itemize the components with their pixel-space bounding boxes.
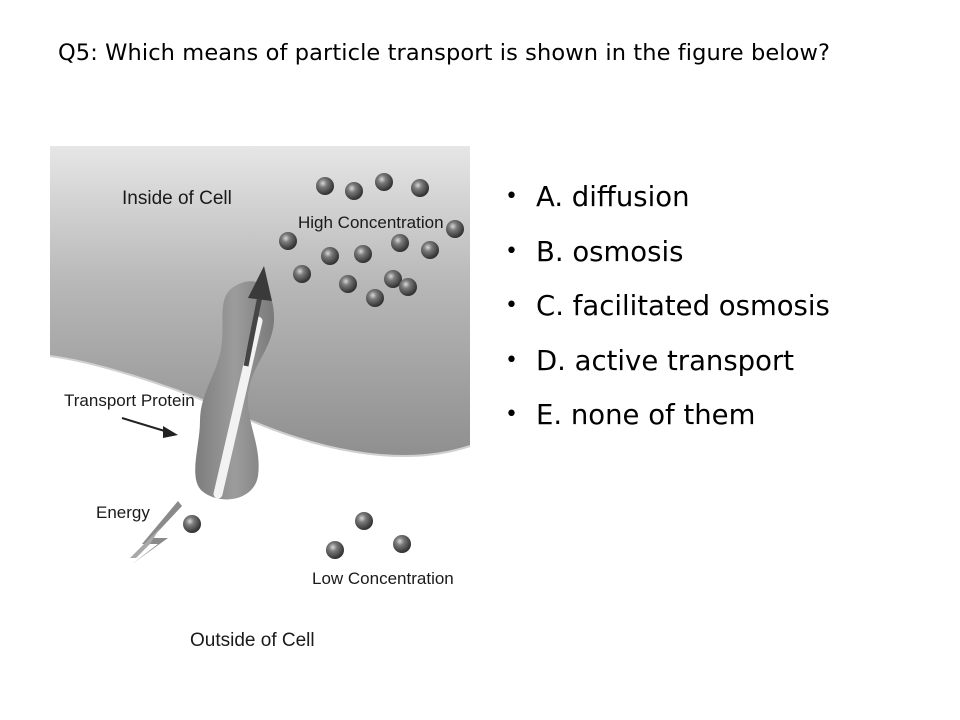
particle <box>345 182 363 200</box>
particle <box>321 247 339 265</box>
particle <box>316 177 334 195</box>
particle <box>391 234 409 252</box>
low-concentration-label: Low Concentration <box>312 569 454 588</box>
inside-label: Inside of Cell <box>122 188 232 209</box>
low-concentration-particles <box>183 512 411 559</box>
answer-options: • A. diffusion • B. osmosis • C. facilitate… <box>505 172 830 445</box>
option-label: E. none of them <box>536 399 756 431</box>
bullet-icon: • <box>505 238 518 264</box>
option-e[interactable]: • E. none of them <box>505 390 830 445</box>
bullet-icon: • <box>505 402 518 427</box>
bullet-icon: • <box>505 184 518 209</box>
particle <box>366 289 384 307</box>
option-b[interactable]: • B. osmosis <box>505 227 830 282</box>
particle <box>446 220 464 238</box>
particle <box>384 270 402 288</box>
transport-protein-label: Transport Protein <box>64 391 195 410</box>
transport-figure: Inside of Cell High Concentration Transp… <box>50 146 474 672</box>
particle <box>339 275 357 293</box>
option-label: D. active transport <box>536 344 795 377</box>
particle <box>393 535 411 553</box>
particle <box>421 241 439 259</box>
option-label: B. osmosis <box>536 235 684 268</box>
particle <box>375 173 393 191</box>
bullet-icon: • <box>505 347 518 373</box>
particle <box>293 265 311 283</box>
particle <box>183 515 201 533</box>
membrane-diagram: Inside of Cell High Concentration Transp… <box>50 146 471 651</box>
particle <box>411 179 429 197</box>
option-c[interactable]: • C. facilitated osmosis <box>505 281 830 336</box>
protein-pointer-arrow <box>121 417 178 438</box>
energy-label: Energy <box>96 503 150 522</box>
option-label: C. facilitated osmosis <box>536 290 830 322</box>
bullet-icon: • <box>505 293 518 318</box>
question-text: Q5: Which means of particle transport is… <box>58 40 831 66</box>
particle <box>355 512 373 530</box>
option-d[interactable]: • D. active transport <box>505 336 830 391</box>
high-concentration-particles <box>279 173 464 307</box>
energy-bolt-icon <box>130 501 182 564</box>
option-label: A. diffusion <box>536 181 690 213</box>
particle <box>279 232 297 250</box>
particle <box>399 278 417 296</box>
transport-arrow <box>243 266 272 367</box>
option-a[interactable]: • A. diffusion <box>505 172 830 227</box>
high-concentration-label: High Concentration <box>298 213 444 232</box>
particle <box>354 245 372 263</box>
outside-label: Outside of Cell <box>190 630 315 651</box>
particle <box>326 541 344 559</box>
